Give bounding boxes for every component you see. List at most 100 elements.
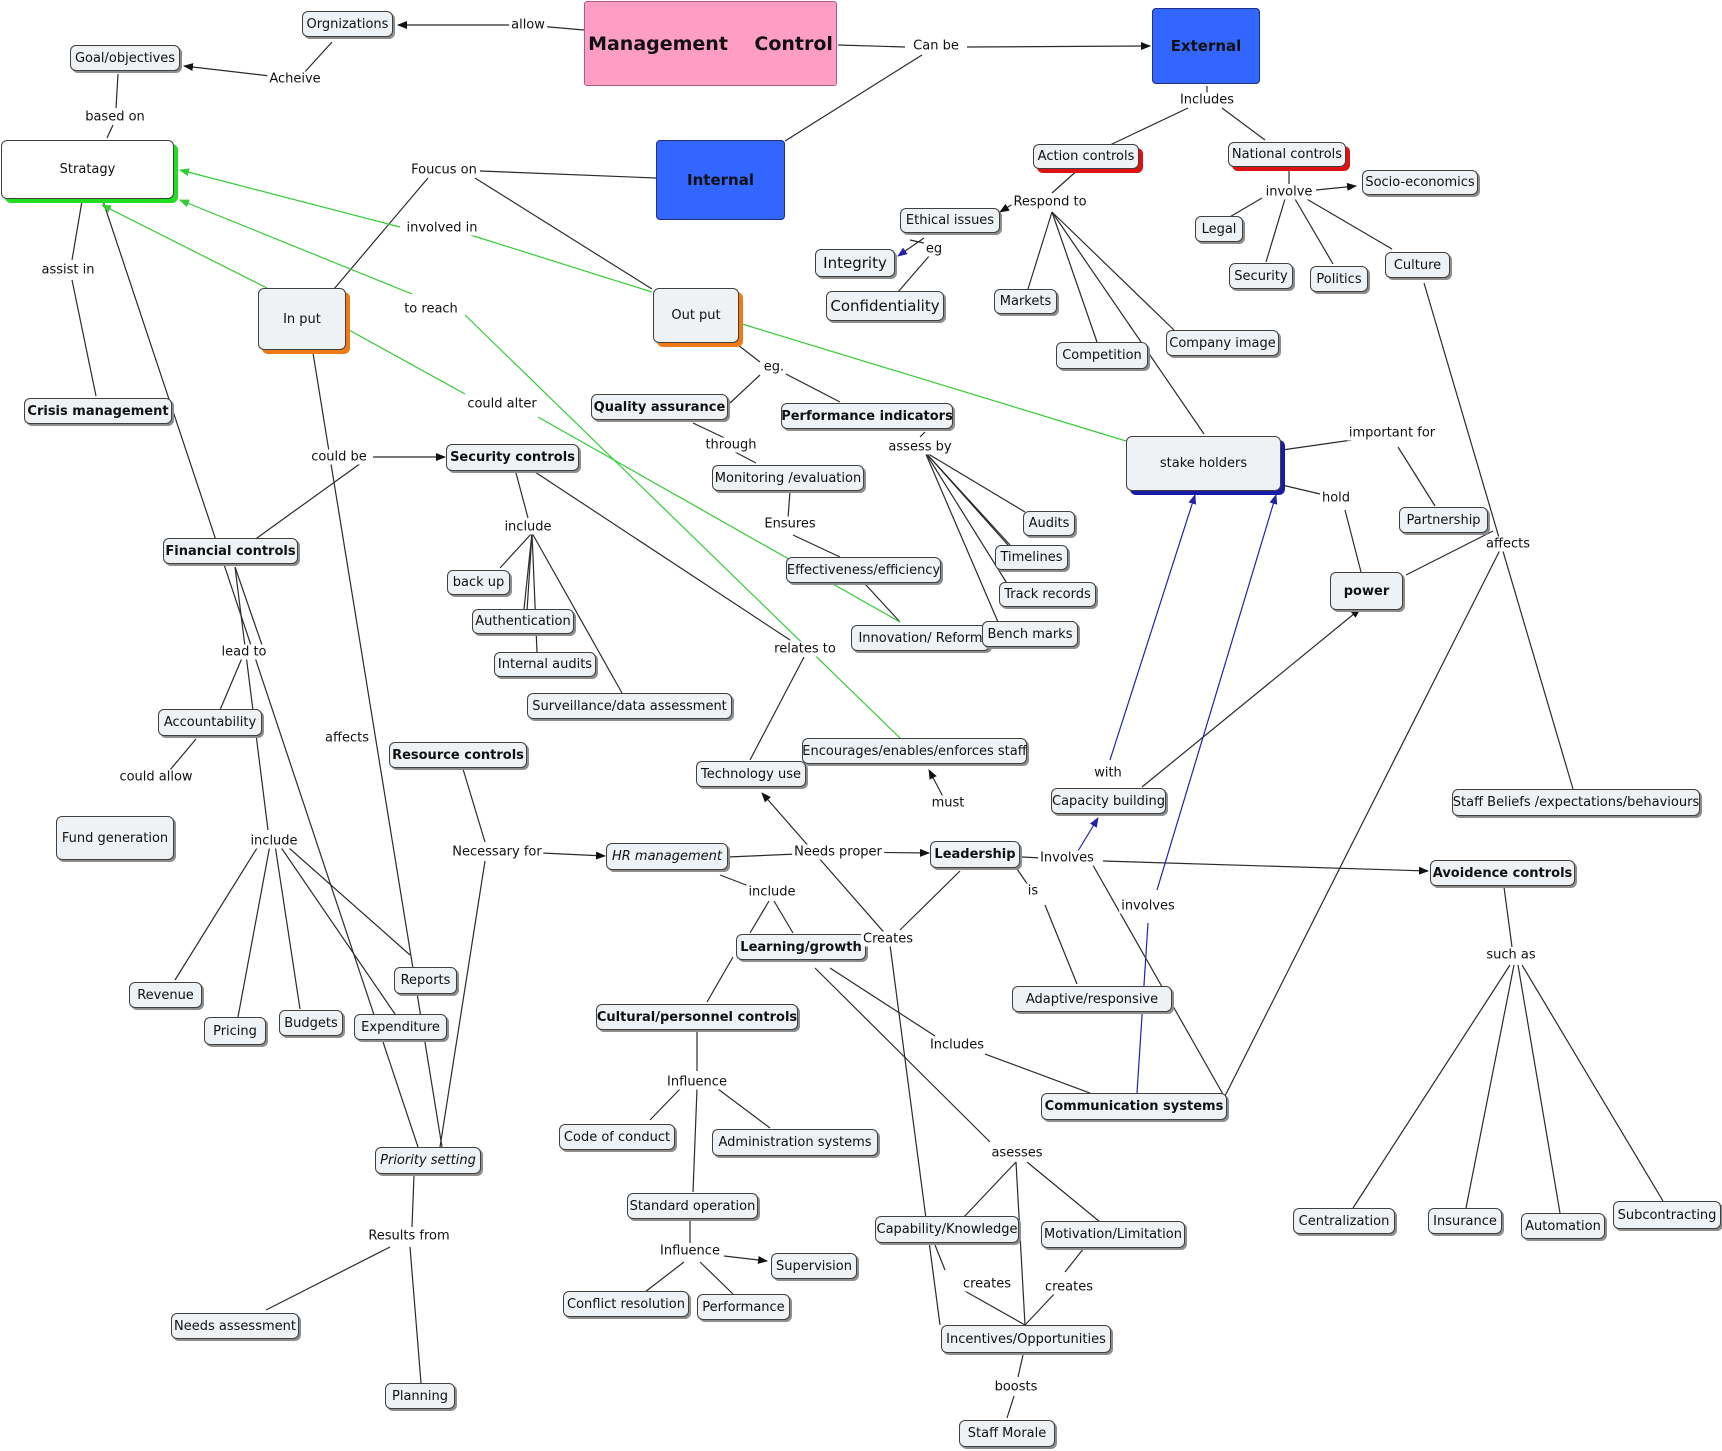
culture-node[interactable]: Culture — [1385, 252, 1450, 278]
automation-node[interactable]: Automation — [1521, 1213, 1605, 1239]
competition-node[interactable]: Competition — [1056, 342, 1148, 369]
security-controls-node[interactable]: Security controls — [446, 444, 579, 471]
pricing-node[interactable]: Pricing — [204, 1017, 266, 1045]
crisis-management-node[interactable]: Crisis management — [24, 398, 172, 424]
link-label-creates-leadership: Creates — [861, 931, 915, 947]
internal-node[interactable]: Internal — [656, 140, 785, 220]
link-label-hold: hold — [1319, 490, 1353, 506]
innovation-reform-node[interactable]: Innovation/ Reform — [851, 625, 990, 651]
link-label-involve: involve — [1263, 184, 1315, 200]
cultural-personnel-controls-node[interactable]: Cultural/personnel controls — [596, 1004, 798, 1030]
organizations-node[interactable]: Orgnizations — [302, 11, 393, 37]
authentication-node[interactable]: Authentication — [472, 609, 574, 634]
hr-management-node[interactable]: HR management — [606, 843, 728, 870]
financial-controls-node[interactable]: Financial controls — [163, 538, 298, 564]
link-label-include-security: include — [502, 519, 554, 535]
link-label-could-alter: could alter — [465, 396, 539, 412]
stakeholders-node[interactable]: stake holders — [1126, 436, 1281, 491]
link-label-relates-to: relates to — [772, 641, 838, 657]
link-label-achieve: Acheive — [267, 71, 323, 87]
timelines-node[interactable]: Timelines — [995, 545, 1068, 570]
link-label-needs-proper: Needs proper — [792, 844, 884, 860]
markets-node[interactable]: Markets — [994, 289, 1057, 314]
quality-assurance-node[interactable]: Quality assurance — [591, 394, 728, 420]
encourages-staff-node[interactable]: Encourages/enables/enforces staff — [802, 738, 1027, 764]
track-records-node[interactable]: Track records — [999, 582, 1096, 607]
standard-operation-node[interactable]: Standard operation — [627, 1193, 758, 1219]
company-image-node[interactable]: Company image — [1166, 330, 1279, 356]
link-label-such-as: such as — [1484, 947, 1538, 963]
link-label-necessary-for: Necessary for — [450, 844, 544, 860]
capability-knowledge-node[interactable]: Capability/Knowledge — [875, 1216, 1019, 1243]
national-controls-node[interactable]: National controls — [1228, 142, 1346, 167]
legal-node[interactable]: Legal — [1195, 216, 1243, 242]
bench-marks-node[interactable]: Bench marks — [982, 621, 1078, 647]
staff-beliefs-node[interactable]: Staff Beliefs /expectations/behaviours — [1452, 789, 1700, 816]
fund-generation-node[interactable]: Fund generation — [56, 816, 174, 860]
incentives-opportunities-node[interactable]: Incentives/Opportunities — [941, 1325, 1111, 1353]
link-label-could-be: could be — [309, 449, 369, 465]
link-label-based-on: based on — [83, 109, 147, 125]
priority-setting-node[interactable]: Priority setting — [375, 1147, 481, 1174]
backup-node[interactable]: back up — [447, 570, 510, 595]
goal-objectives-node[interactable]: Goal/objectives — [70, 45, 180, 71]
needs-assessment-node[interactable]: Needs assessment — [171, 1313, 299, 1339]
link-label-influence-2: Influence — [658, 1243, 722, 1259]
input-node[interactable]: In put — [258, 288, 346, 350]
staff-morale-node[interactable]: Staff Morale — [959, 1420, 1055, 1447]
link-label-involves-leadership: Involves — [1038, 850, 1096, 866]
subcontracting-node[interactable]: Subcontracting — [1613, 1201, 1721, 1229]
link-label-eg-dot: eg. — [761, 359, 787, 375]
centralization-node[interactable]: Centralization — [1293, 1208, 1395, 1234]
security-node[interactable]: Security — [1229, 263, 1293, 289]
accountability-node[interactable]: Accountability — [158, 709, 262, 736]
technology-use-node[interactable]: Technology use — [696, 761, 806, 787]
surveillance-node[interactable]: Surveillance/data assessment — [527, 693, 732, 719]
insurance-node[interactable]: Insurance — [1428, 1208, 1502, 1234]
reports-node[interactable]: Reports — [394, 967, 457, 994]
conflict-resolution-node[interactable]: Conflict resolution — [563, 1291, 689, 1317]
monitoring-evaluation-node[interactable]: Monitoring /evaluation — [712, 465, 864, 491]
link-label-boosts: boosts — [992, 1379, 1040, 1395]
integrity-node[interactable]: Integrity — [815, 249, 895, 277]
leadership-node[interactable]: Leadership — [930, 841, 1020, 868]
motivation-limitation-node[interactable]: Motivation/Limitation — [1041, 1221, 1185, 1248]
revenue-node[interactable]: Revenue — [129, 982, 202, 1008]
power-node[interactable]: power — [1330, 572, 1403, 610]
link-label-results-from: Results from — [366, 1228, 452, 1244]
link-label-involves-comm: involves — [1119, 898, 1177, 914]
code-of-conduct-node[interactable]: Code of conduct — [559, 1124, 675, 1150]
link-label-respond-to: Respond to — [1011, 194, 1089, 210]
socio-economics-node[interactable]: Socio-economics — [1362, 170, 1478, 195]
capacity-building-node[interactable]: Capacity building — [1051, 788, 1166, 814]
strategy-node[interactable]: Stratagy — [1, 140, 174, 199]
learning-growth-node[interactable]: Learning/growth — [736, 934, 866, 960]
management-control-node[interactable]: Management Control — [584, 1, 837, 86]
link-label-assess-by: assess by — [886, 439, 954, 455]
planning-node[interactable]: Planning — [385, 1383, 455, 1409]
performance-node[interactable]: Performance — [697, 1294, 790, 1320]
adaptive-responsive-node[interactable]: Adaptive/responsive — [1012, 986, 1172, 1012]
resource-controls-node[interactable]: Resource controls — [389, 742, 527, 768]
ethical-issues-node[interactable]: Ethical issues — [900, 208, 1000, 233]
external-node[interactable]: External — [1152, 8, 1260, 84]
link-label-include-financial: include — [248, 833, 300, 849]
avoidance-controls-node[interactable]: Avoidence controls — [1430, 860, 1575, 886]
supervision-node[interactable]: Supervision — [771, 1253, 857, 1279]
partnership-node[interactable]: Partnership — [1399, 507, 1488, 533]
effectiveness-efficiency-node[interactable]: Effectiveness/efficiency — [786, 557, 941, 583]
audits-node[interactable]: Audits — [1023, 511, 1075, 536]
output-node[interactable]: Out put — [653, 288, 739, 343]
administration-systems-node[interactable]: Administration systems — [712, 1129, 878, 1156]
internal-audits-node[interactable]: Internal audits — [494, 652, 596, 677]
performance-indicators-node[interactable]: Performance indicators — [781, 403, 953, 429]
communication-systems-node[interactable]: Communication systems — [1041, 1093, 1227, 1120]
politics-node[interactable]: Politics — [1310, 266, 1368, 292]
link-label-affects-left: affects — [323, 730, 371, 746]
expenditure-node[interactable]: Expenditure — [354, 1014, 447, 1040]
action-controls-node[interactable]: Action controls — [1033, 144, 1139, 169]
confidentiality-node[interactable]: Confidentiality — [826, 291, 944, 321]
budgets-node[interactable]: Budgets — [279, 1010, 343, 1036]
